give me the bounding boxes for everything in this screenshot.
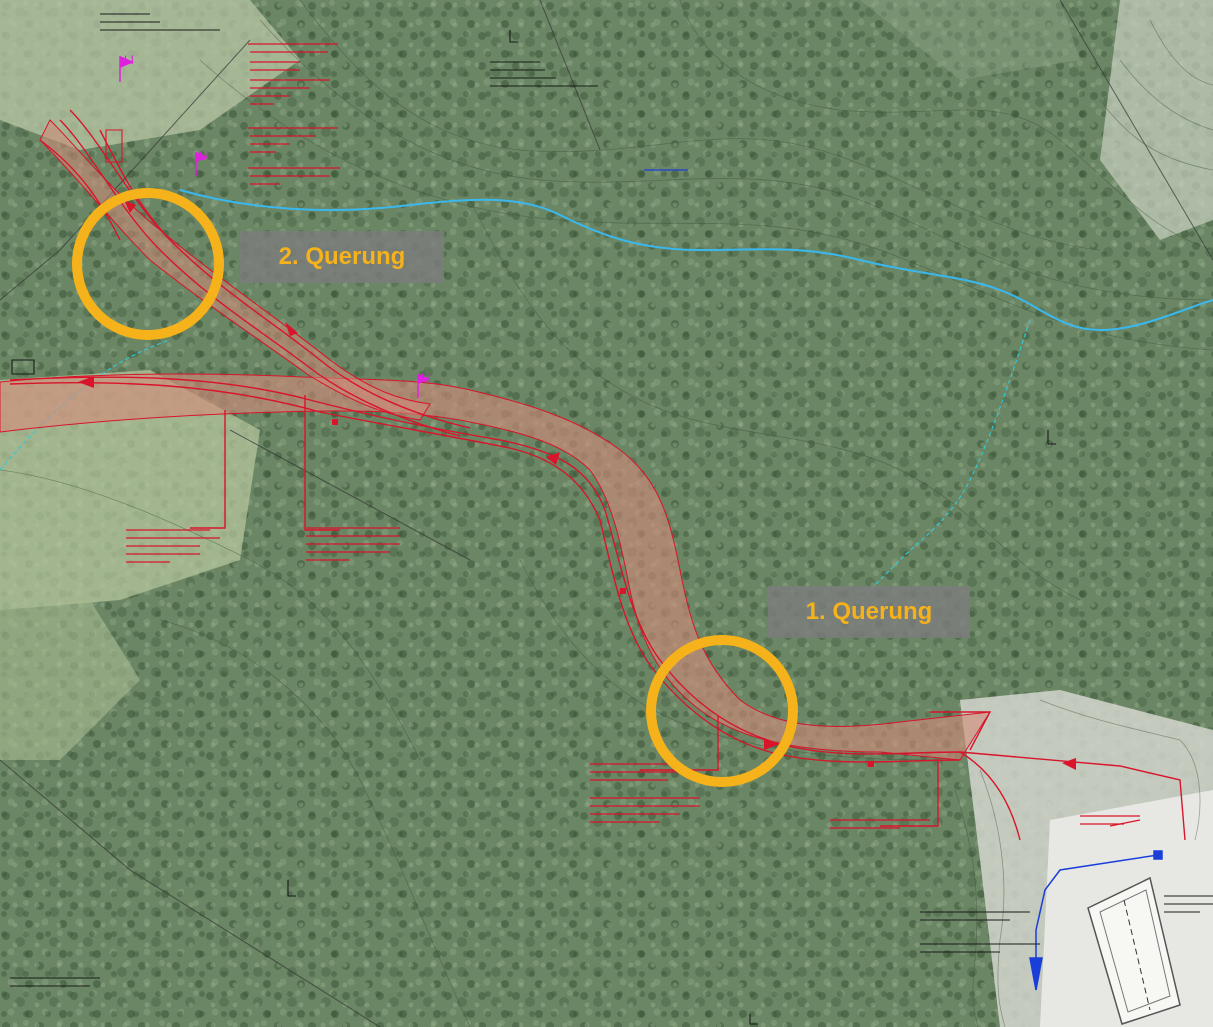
plan-annotations bbox=[126, 43, 1140, 829]
crossing-1-ring[interactable] bbox=[646, 635, 798, 787]
crossing-2-ring[interactable] bbox=[72, 188, 224, 340]
svg-text:LI: LI bbox=[421, 371, 431, 385]
plan-annotations-dark bbox=[10, 13, 1213, 1025]
crossing-2-label: 2. Querung bbox=[240, 231, 444, 283]
flow-arrows bbox=[78, 200, 1076, 770]
pipeline bbox=[1029, 850, 1163, 991]
survey-markers: LI LI LI bbox=[119, 53, 431, 398]
svg-text:LI: LI bbox=[124, 53, 134, 67]
crossing-1-label: 1. Querung bbox=[768, 586, 970, 638]
svg-text:LI: LI bbox=[199, 149, 209, 163]
stream-upper bbox=[179, 189, 1213, 332]
building-footprint bbox=[1087, 876, 1181, 1025]
route-lines bbox=[9, 109, 1186, 841]
